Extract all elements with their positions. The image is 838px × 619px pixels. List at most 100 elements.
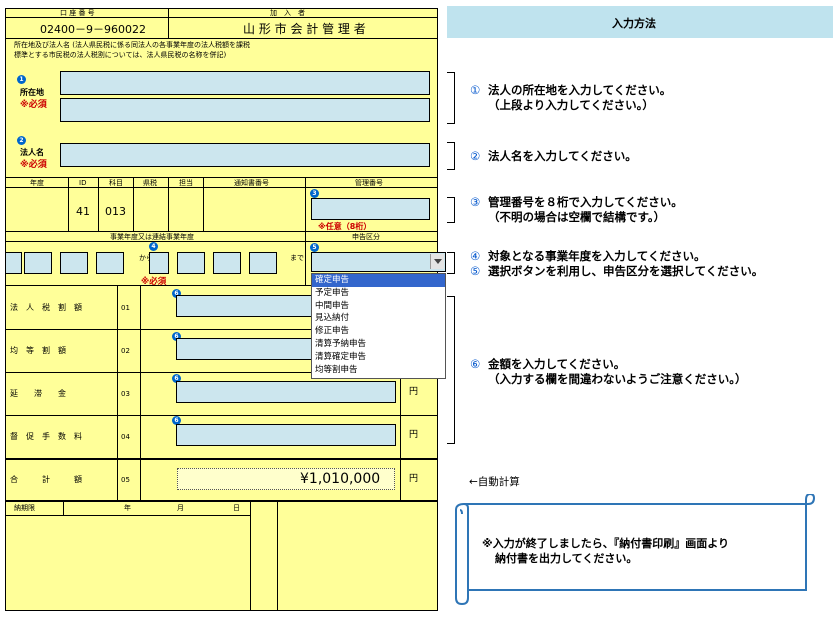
due-day-label: 日: [233, 504, 240, 512]
tax-header: 県税: [143, 179, 157, 187]
account-number: 02400－9－960022: [40, 23, 146, 36]
period-required: ※必須: [141, 277, 167, 287]
step-2-marker: 2: [17, 136, 26, 145]
step-2-number: ②: [470, 149, 481, 163]
step-6-marker: 6: [172, 416, 181, 425]
step-3-text: 管理番号を８桁で入力してください。: [488, 195, 683, 209]
total-amount-box: [177, 468, 395, 490]
step-1-marker: 1: [17, 75, 26, 84]
divider: [5, 500, 438, 502]
divider: [133, 177, 134, 231]
divider: [5, 231, 438, 232]
step-4-marker: 4: [149, 242, 158, 251]
address-label: 所在地: [20, 88, 44, 97]
address-line2-input[interactable]: [60, 98, 430, 122]
address-note-2: 標準とする市民税の法人税割については、法人県民税の名称を併記): [14, 51, 227, 59]
id-header: ID: [79, 179, 87, 187]
dropdown-option[interactable]: 清算確定申告: [315, 351, 367, 362]
reminder-fee-amount-input[interactable]: [176, 424, 396, 446]
bracket: [447, 252, 455, 274]
divider: [5, 17, 438, 18]
divider: [5, 187, 438, 188]
divider: [305, 231, 306, 285]
unit-yen: 円: [409, 387, 419, 397]
divider: [117, 285, 118, 500]
filing-type-select[interactable]: [311, 252, 446, 272]
auto-calc-note: ←自動計算: [469, 476, 520, 488]
divider: [5, 515, 250, 516]
management-number-input[interactable]: [311, 198, 430, 220]
amount-code-01: 01: [121, 304, 130, 312]
bracket: [447, 197, 455, 223]
scroll-banner-shape: [455, 494, 816, 606]
bracket: [447, 72, 455, 124]
account-number-header: 口 座 番 号: [60, 9, 95, 17]
step-4-number: ④: [470, 249, 481, 263]
period-from-day-input[interactable]: [96, 252, 124, 274]
step-1-note: （上段より入力してください。）: [488, 98, 654, 112]
divider: [5, 241, 438, 242]
subscriber-header: 加 入 者: [270, 9, 305, 17]
divider: [305, 177, 306, 231]
total-amount: ¥1,010,000: [300, 471, 381, 487]
office-header: 担当: [179, 179, 193, 187]
amount-code-03: 03: [121, 390, 130, 398]
divider: [168, 177, 169, 231]
amount-label-03: 延 滞 金: [10, 389, 66, 398]
subject-value: 013: [105, 205, 126, 218]
step-6-text: 金額を入力してください。: [488, 357, 626, 371]
management-number-optional: ※任意（8桁）: [318, 222, 372, 231]
due-date-label: 納期限: [14, 504, 35, 512]
step-6-marker: 6: [172, 374, 181, 383]
period-to-era-input[interactable]: [149, 252, 169, 274]
period-from-year-input[interactable]: [24, 252, 52, 274]
step-5-number: ⑤: [470, 264, 481, 278]
period-header: 事業年度又は連結事業年度: [110, 233, 194, 241]
due-month-label: 月: [177, 504, 184, 512]
dropdown-option[interactable]: 見込納付: [315, 313, 350, 324]
divider: [5, 38, 438, 39]
period-to-day-input[interactable]: [249, 252, 277, 274]
dropdown-button[interactable]: [430, 254, 444, 269]
divider: [63, 500, 64, 515]
total-code: 05: [121, 476, 130, 484]
subject-header: 科目: [109, 179, 123, 187]
guide-header: [447, 6, 833, 38]
amount-label-04: 督 促 手 数 料: [10, 432, 82, 441]
late-charge-amount-input[interactable]: [176, 381, 396, 403]
divider: [98, 177, 99, 231]
step-3-number: ③: [470, 195, 481, 209]
dropdown-option[interactable]: 中間申告: [315, 300, 350, 311]
id-value: 41: [76, 205, 90, 218]
divider: [5, 329, 438, 330]
divider: [5, 285, 438, 286]
step-6-note: （入力する欄を間違わないようご注意ください。）: [488, 372, 747, 386]
step-1-number: ①: [470, 83, 481, 97]
dropdown-option[interactable]: 予定申告: [315, 287, 350, 298]
filing-type-dropdown-list: 確定申告 予定申告 中間申告 見込納付 修正申告 清算予納申告 清算確定申告 均…: [311, 273, 446, 379]
dropdown-option[interactable]: 均等割申告: [315, 364, 358, 375]
year-header: 年度: [30, 179, 44, 187]
subscriber-name: 山 形 市 会 計 管 理 者: [243, 22, 366, 36]
guide-title: 入力方法: [612, 17, 656, 30]
dropdown-option[interactable]: 清算予納申告: [315, 338, 367, 349]
address-line1-input[interactable]: [60, 71, 430, 95]
divider: [5, 372, 438, 373]
unit-yen: 円: [409, 430, 419, 440]
step-6-marker: 6: [172, 332, 181, 341]
step-3-note: （不明の場合は空欄で結構です。）: [488, 210, 666, 224]
dropdown-option[interactable]: 確定申告: [312, 274, 445, 287]
amount-label-01: 法 人 税 割 額: [10, 303, 82, 312]
period-from-era-input[interactable]: [5, 252, 22, 274]
period-to-month-input[interactable]: [213, 252, 241, 274]
step-2-text: 法人名を入力してください。: [488, 149, 637, 163]
step-6-number: ⑥: [470, 357, 481, 371]
divider: [250, 500, 251, 611]
corporate-name-input[interactable]: [60, 143, 430, 167]
period-from-month-input[interactable]: [60, 252, 88, 274]
finish-instruction-1: ※入力が終了しましたら、『納付書印刷』画面より: [482, 537, 729, 550]
address-required: ※必須: [20, 100, 47, 110]
dropdown-option[interactable]: 修正申告: [315, 326, 350, 337]
period-to-year-input[interactable]: [177, 252, 205, 274]
divider: [140, 285, 141, 500]
